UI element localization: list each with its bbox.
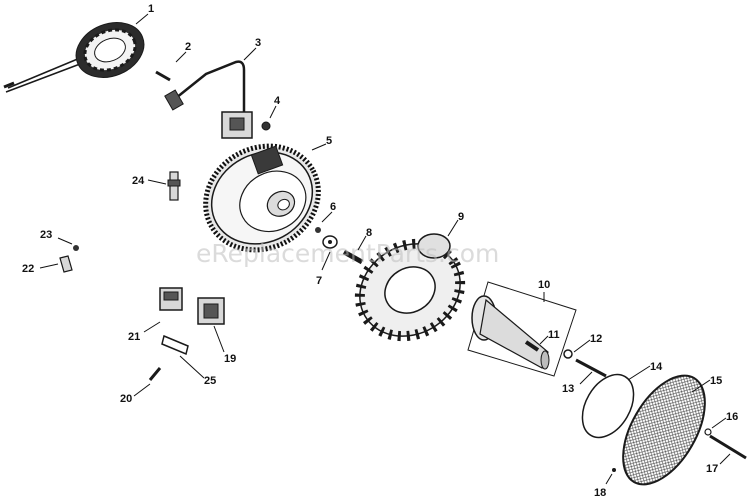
callout-9: 9 [458,211,464,223]
screw-part-11 [524,340,540,352]
callout-21: 21 [128,331,140,343]
callout-10: 10 [538,279,550,291]
watermark-text: eReplacementParts.com [196,239,499,268]
bracket-part [161,334,189,356]
callout-12: 12 [590,333,602,345]
washer-part-6 [315,227,321,233]
fan-part [354,233,466,342]
stator-part [3,22,145,93]
clip-part [59,255,73,273]
callout-8: 8 [366,227,372,239]
leader-lines [39,13,731,485]
callout-23: 23 [40,229,52,241]
callout-20: 20 [120,393,132,405]
flywheel-part [203,143,321,253]
screen-part [622,374,706,486]
screw-part-2 [155,70,171,82]
callout-6: 6 [330,201,336,213]
callout-5: 5 [326,135,332,147]
shaft-adapter-part [467,281,577,377]
washer-part-16 [704,428,712,436]
screw-part-18 [612,468,616,472]
callout-25: 25 [204,375,216,387]
bolt-part-8 [342,249,364,265]
connector-part [159,287,183,311]
callout-1: 1 [148,3,154,15]
retaining-ring-part [581,373,635,439]
callout-18: 18 [594,487,606,498]
callout-19: 19 [224,353,236,365]
spark-plug-part [167,171,181,201]
washer-part-12 [563,349,573,359]
callout-22: 22 [22,263,34,275]
callout-16: 16 [726,411,738,423]
rectifier-part [197,297,225,325]
callout-7: 7 [316,275,322,287]
callout-2: 2 [185,41,191,53]
screw-part-4 [261,121,271,131]
pin-part-13 [575,358,607,378]
callout-4: 4 [274,95,281,107]
callouts: 1 2 3 4 5 6 7 8 9 10 11 12 13 14 15 16 1… [22,3,738,498]
callout-15: 15 [710,375,722,387]
callout-3: 3 [255,37,261,49]
bolt-part-17 [709,434,747,460]
callout-17: 17 [706,463,718,475]
callout-13: 13 [562,383,574,395]
screw-part-20 [148,367,162,381]
callout-24: 24 [132,175,145,187]
ignition-module-part [164,60,253,139]
callout-11: 11 [548,329,560,341]
callout-14: 14 [650,361,663,373]
nut-part-23 [73,245,79,251]
washer-part-7 [322,235,338,249]
